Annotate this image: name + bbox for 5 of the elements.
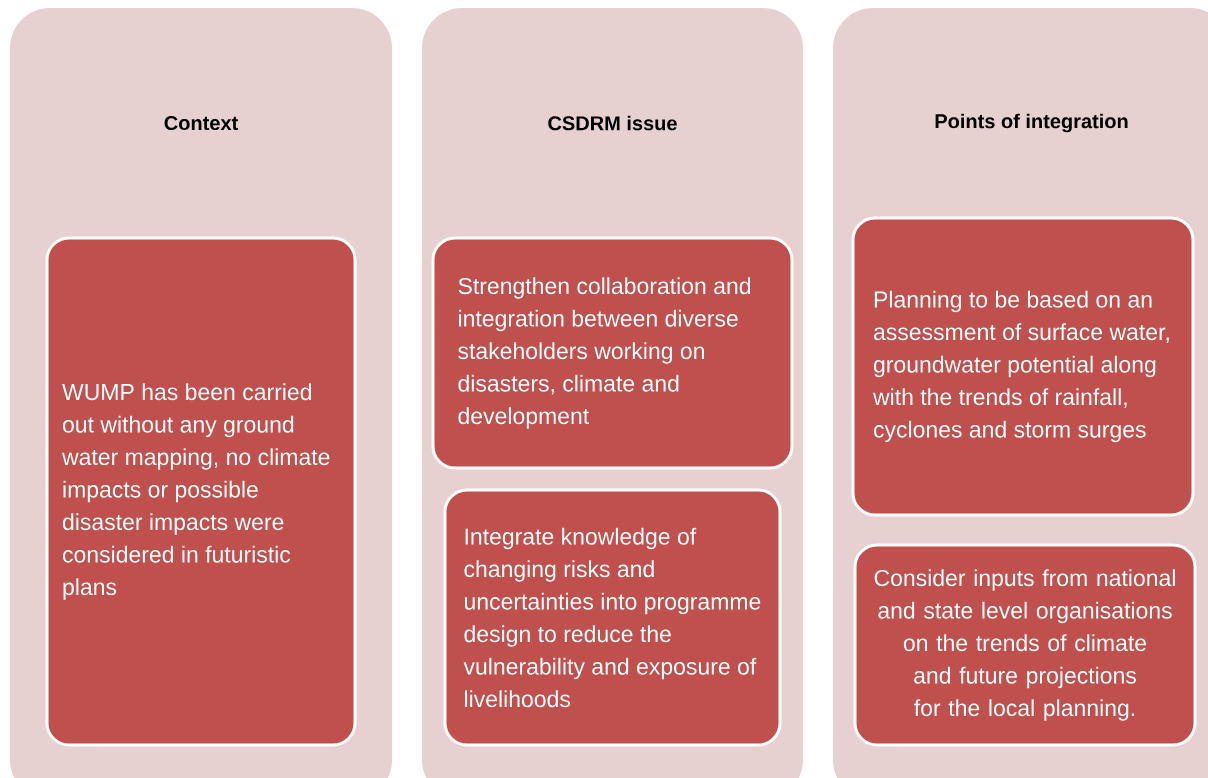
text-box: Planning to be based on an assessment of surface water, groundwater potential along with the trends of rainfall, cyclones and storm surges — [851, 216, 1195, 517]
text-box: WUMP has been carried out without any ground water mapping, no climate impacts or possible disaster impacts were considered in futuristic plans — [45, 236, 357, 747]
text-box: Strengthen collaboration and integration between diverse stakeholders working on disasters, climate and development — [431, 236, 794, 470]
text-box: Integrate knowledge of changing risks and uncertainties into programme design to reduce the vulnerability and exposure of livelihoods — [443, 488, 782, 747]
text-box: Consider inputs from national and state level organisations on the trends of climate and future projections for the local planning. — [853, 543, 1197, 747]
